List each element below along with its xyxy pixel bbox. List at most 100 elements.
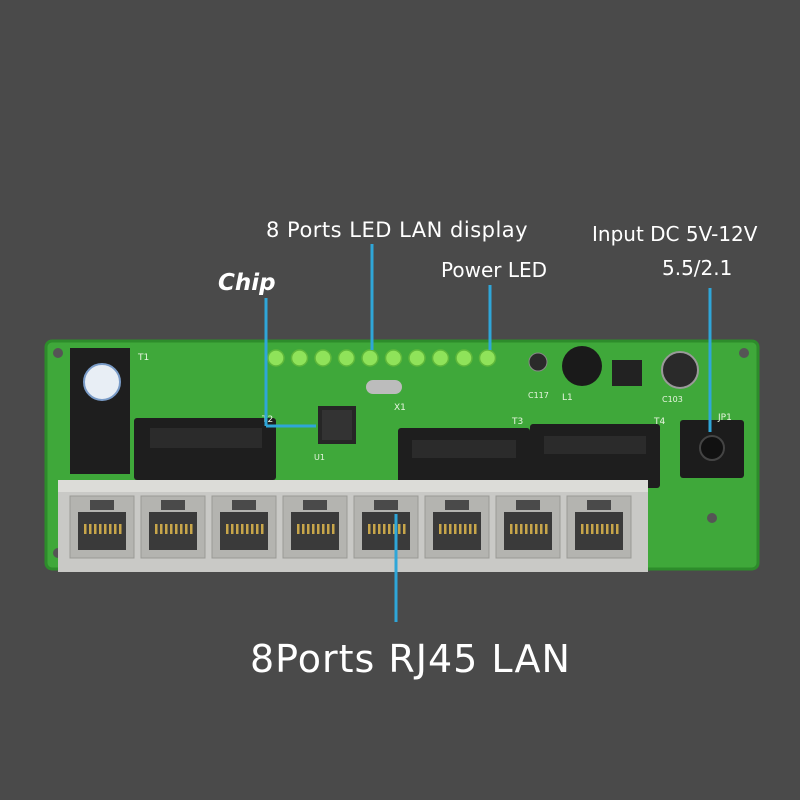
rj45-pin bbox=[297, 524, 300, 534]
mount-hole bbox=[707, 513, 717, 523]
rj45-pin bbox=[611, 524, 614, 534]
rj45-pin bbox=[256, 524, 259, 534]
rj45-port-latch bbox=[445, 500, 469, 510]
transformer-label-area bbox=[412, 440, 516, 458]
rj45-pin bbox=[94, 524, 97, 534]
silk-t3: T3 bbox=[511, 417, 523, 427]
rj45-pin bbox=[540, 524, 543, 534]
silk-c117: C117 bbox=[528, 391, 549, 400]
rj45-pin bbox=[317, 524, 320, 534]
silk-l1: L1 bbox=[562, 393, 573, 403]
rj45-pin bbox=[180, 524, 183, 534]
rj45-pin bbox=[378, 524, 381, 534]
silk-c103: C103 bbox=[662, 395, 683, 404]
rj45-port bbox=[353, 495, 419, 559]
rj45-pin bbox=[520, 524, 523, 534]
rj45-port-row bbox=[69, 495, 632, 559]
rj45-pin bbox=[170, 524, 173, 534]
capacitor-c117 bbox=[528, 352, 548, 372]
rj45-port bbox=[424, 495, 490, 559]
rj45-pin bbox=[368, 524, 371, 534]
led bbox=[290, 349, 309, 367]
rj45-port bbox=[566, 495, 632, 559]
rj45-pin bbox=[525, 524, 528, 534]
rj45-pin bbox=[596, 524, 599, 534]
rj45-pin bbox=[89, 524, 92, 534]
inductor-l1 bbox=[562, 346, 602, 386]
silk-t4: T4 bbox=[653, 417, 665, 427]
rj45-pin bbox=[251, 524, 254, 534]
rj45-pin bbox=[231, 524, 234, 534]
rj45-pin bbox=[601, 524, 604, 534]
rj45-port-latch bbox=[374, 500, 398, 510]
rj45-pin bbox=[586, 524, 589, 534]
rj45-housing-top bbox=[58, 480, 648, 492]
rj45-port-latch bbox=[516, 500, 540, 510]
rj45-pin bbox=[226, 524, 229, 534]
led bbox=[314, 349, 332, 367]
rj45-pin bbox=[403, 524, 406, 534]
rj45-port-latch bbox=[90, 500, 114, 510]
transformer-t4 bbox=[530, 424, 660, 488]
rj45-port-latch bbox=[232, 500, 256, 510]
silk-u1: U1 bbox=[314, 453, 325, 462]
rj45-pin bbox=[246, 524, 249, 534]
led bbox=[408, 349, 426, 367]
rj45-pin bbox=[104, 524, 107, 534]
rj45-pin bbox=[84, 524, 87, 534]
silk-t1: T1 bbox=[137, 353, 149, 363]
transformer-label-area bbox=[150, 428, 262, 448]
rj45-pin bbox=[454, 524, 457, 534]
rj45-port-latch bbox=[161, 500, 185, 510]
rj45-pin bbox=[383, 524, 386, 534]
transformer-t2 bbox=[134, 418, 276, 480]
rj45-pin bbox=[322, 524, 325, 534]
led-display-label: 8 Ports LED LAN display bbox=[266, 218, 529, 242]
rj45-port-latch bbox=[303, 500, 327, 510]
rj45-pin bbox=[515, 524, 518, 534]
silk-jp1: JP1 bbox=[717, 413, 732, 423]
mount-hole bbox=[53, 348, 63, 358]
rj45-pin bbox=[398, 524, 401, 534]
rj45-pin bbox=[165, 524, 168, 534]
rj45-pin bbox=[109, 524, 112, 534]
dc-input-label: Input DC 5V-12V bbox=[592, 222, 758, 246]
rj45-pin bbox=[510, 524, 513, 534]
rj45-pin bbox=[261, 524, 264, 534]
rj45-port bbox=[211, 495, 277, 559]
rj45-pin bbox=[241, 524, 244, 534]
rj45-pin bbox=[464, 524, 467, 534]
rj45-pin bbox=[327, 524, 330, 534]
regulator-chip bbox=[612, 360, 642, 386]
led bbox=[384, 349, 403, 367]
rj45-pin bbox=[114, 524, 117, 534]
rj45-pin bbox=[119, 524, 122, 534]
rj45-port bbox=[69, 495, 135, 559]
power-led-label: Power LED bbox=[441, 258, 548, 282]
rohs-sticker bbox=[83, 363, 121, 401]
rj45-port-latch bbox=[587, 500, 611, 510]
rj45-pin bbox=[545, 524, 548, 534]
ic-chip-top bbox=[322, 410, 352, 440]
rj45-pin bbox=[581, 524, 584, 534]
chip-label: Chip bbox=[218, 270, 276, 296]
rj45-pin bbox=[535, 524, 538, 534]
rj45-pin bbox=[312, 524, 315, 534]
rj45-pin bbox=[444, 524, 447, 534]
rj45-pin bbox=[373, 524, 376, 534]
rj45-pin bbox=[190, 524, 193, 534]
rj45-pin bbox=[449, 524, 452, 534]
crystal-x1 bbox=[366, 380, 402, 394]
rj45-pin bbox=[99, 524, 102, 534]
led-row bbox=[267, 349, 497, 367]
led bbox=[337, 349, 356, 367]
capacitor-c103 bbox=[661, 351, 699, 389]
rj45-pin bbox=[307, 524, 310, 534]
dc-jack-socket bbox=[699, 435, 725, 461]
rj45-pin bbox=[616, 524, 619, 534]
rj45-pin bbox=[530, 524, 533, 534]
rj45-pin bbox=[474, 524, 477, 534]
rj45-pin bbox=[185, 524, 188, 534]
